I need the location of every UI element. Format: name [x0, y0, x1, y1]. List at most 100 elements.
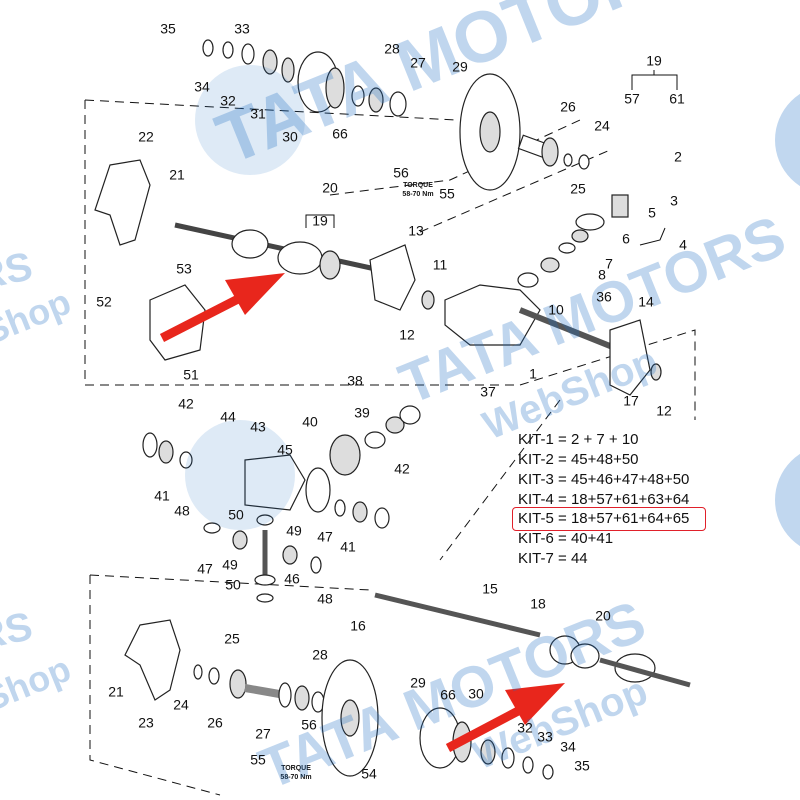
- callout-7: 7: [605, 256, 613, 272]
- callout-12: 12: [399, 327, 415, 343]
- bracket-19-upper: [305, 214, 335, 228]
- highlight-arrow-upper: [159, 273, 285, 343]
- callout-55: 55: [250, 752, 266, 768]
- callout-52: 52: [96, 294, 112, 310]
- callout-56: 56: [393, 165, 409, 181]
- torque-value-upper: 58-70 Nm: [402, 191, 433, 198]
- callout-1: 1: [529, 366, 537, 382]
- upper-section-frame: [84, 100, 520, 386]
- callout-29: 29: [452, 59, 468, 75]
- callout-50: 50: [228, 507, 244, 523]
- callout-30: 30: [282, 129, 298, 145]
- callout-25: 25: [224, 631, 240, 647]
- callout-3: 3: [670, 193, 678, 209]
- callout-19: 19: [646, 53, 662, 69]
- callout-41: 41: [340, 539, 356, 555]
- kit-2: KIT-2 = 45+48+50: [518, 451, 639, 468]
- kit-5: KIT-5 = 18+57+61+64+65: [518, 510, 690, 527]
- callout-44: 44: [220, 409, 236, 425]
- callout-57: 57: [624, 91, 640, 107]
- callout-4: 4: [679, 237, 687, 253]
- callout-34: 34: [194, 79, 210, 95]
- kit-4: KIT-4 = 18+57+61+63+64: [518, 491, 690, 508]
- lower-section-frame: [89, 575, 221, 796]
- callout-33: 33: [537, 729, 553, 745]
- callout-49: 49: [222, 557, 238, 573]
- callout-33: 33: [234, 21, 250, 37]
- callout-13: 13: [408, 223, 424, 239]
- callout-18: 18: [530, 596, 546, 612]
- differential-housing: [444, 284, 541, 346]
- upper-section-frame-diag: [419, 149, 611, 233]
- kit-5-highlight-box: [512, 507, 706, 531]
- pinion-components: [517, 194, 629, 288]
- callout-42: 42: [178, 396, 194, 412]
- hub-assembly-lower: [193, 659, 554, 780]
- callout-21: 21: [108, 684, 124, 700]
- callout-20: 20: [595, 608, 611, 624]
- callout-36: 36: [596, 289, 612, 305]
- callout-30: 30: [468, 686, 484, 702]
- callout-53: 53: [176, 261, 192, 277]
- callout-28: 28: [312, 647, 328, 663]
- hub-assembly-upper: [202, 39, 590, 191]
- steering-knuckle-lower: [124, 619, 181, 701]
- callout-21: 21: [169, 167, 185, 183]
- callout-6: 6: [622, 231, 630, 247]
- callout-24: 24: [594, 118, 610, 134]
- lower-section-frame-right: [439, 399, 561, 561]
- drive-shaft-lower: [549, 635, 691, 688]
- callout-47: 47: [197, 561, 213, 577]
- callout-17: 17: [623, 393, 639, 409]
- callout-22: 22: [138, 129, 154, 145]
- seal-12-right: [650, 363, 662, 381]
- callout-42: 42: [394, 461, 410, 477]
- callout-19: 19: [312, 213, 328, 229]
- callout-28: 28: [384, 41, 400, 57]
- callout-55: 55: [439, 186, 455, 202]
- bracket-13: [369, 244, 416, 311]
- svg-text:RS: RS: [0, 244, 36, 299]
- callout-24: 24: [173, 697, 189, 713]
- callout-39: 39: [354, 405, 370, 421]
- callout-48: 48: [317, 591, 333, 607]
- callout-11: 11: [433, 257, 448, 273]
- callout-56: 56: [301, 717, 317, 733]
- axle-shaft: [374, 592, 541, 638]
- svg-text:RS: RS: [0, 604, 36, 659]
- kit-6: KIT-6 = 40+41: [518, 530, 614, 547]
- callout-16: 16: [350, 618, 366, 634]
- callout-35: 35: [160, 21, 176, 37]
- callout-49: 49: [286, 523, 302, 539]
- upper-section-frame-right: [519, 329, 696, 420]
- callout-40: 40: [302, 414, 318, 430]
- callout-26: 26: [207, 715, 223, 731]
- highlight-arrow-lower: [445, 683, 565, 752]
- callout-8: 8: [598, 267, 606, 283]
- callout-32: 32: [220, 93, 236, 109]
- callout-43: 43: [250, 419, 266, 435]
- callout-5: 5: [648, 205, 656, 221]
- callout-35: 35: [574, 758, 590, 774]
- lower-section-frame-top: [89, 574, 371, 591]
- kit-1: KIT-1 = 2 + 7 + 10: [518, 431, 639, 448]
- callout-23: 23: [138, 715, 154, 731]
- callout-41: 41: [154, 488, 170, 504]
- kit-7: KIT-7 = 44: [518, 550, 588, 567]
- callout-29: 29: [410, 675, 426, 691]
- callout-45: 45: [277, 442, 293, 458]
- callout-14: 14: [638, 294, 654, 310]
- callout-20: 20: [322, 180, 338, 196]
- callout-10: 10: [548, 302, 564, 318]
- svg-text:Shop: Shop: [0, 648, 76, 720]
- kit-3: KIT-3 = 45+46+47+48+50: [518, 471, 690, 488]
- drive-shaft-upper: [174, 222, 381, 280]
- callout-61: 61: [669, 91, 685, 107]
- callout-47: 47: [317, 529, 333, 545]
- callout-37: 37: [480, 384, 496, 400]
- bracket-4: [639, 227, 666, 246]
- callout-66: 66: [440, 687, 456, 703]
- callout-32: 32: [517, 720, 533, 736]
- callout-66: 66: [332, 126, 348, 142]
